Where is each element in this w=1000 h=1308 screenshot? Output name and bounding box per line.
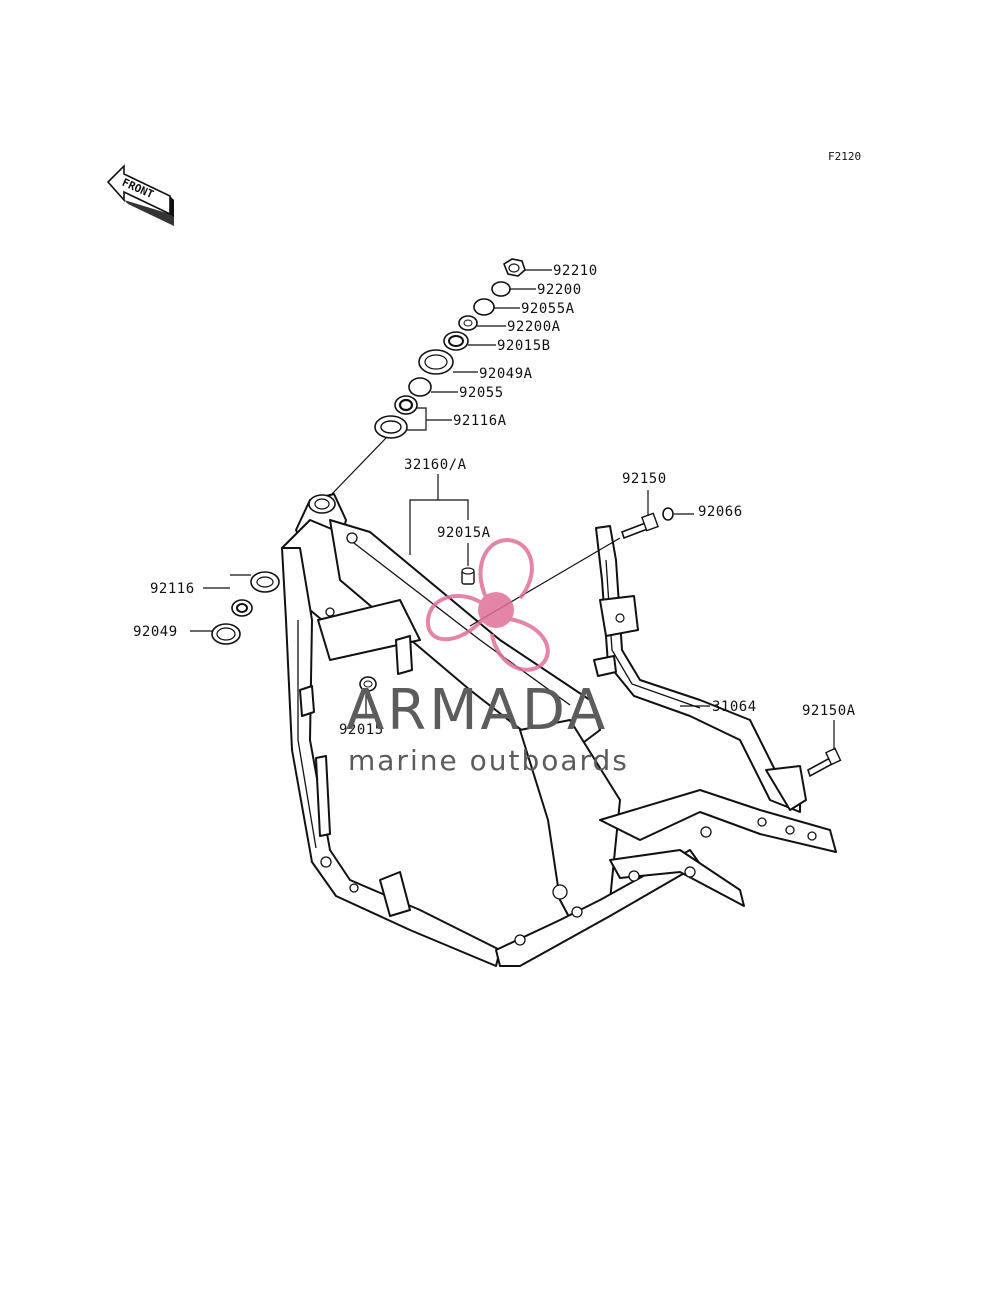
callout-92210: 92210 xyxy=(553,263,598,279)
seal-92049 xyxy=(211,623,241,645)
collar-92015 xyxy=(359,676,377,692)
callout-92150a: 92150A xyxy=(802,703,856,719)
washer-92200a xyxy=(458,315,478,331)
rear-frame-31064 xyxy=(593,525,807,813)
armada-watermark: ARMADA marine outboards xyxy=(346,537,629,777)
washer-92066 xyxy=(662,507,674,521)
bearing-92116 xyxy=(250,571,280,593)
bearing-race xyxy=(231,599,253,617)
propeller-logo-icon xyxy=(425,537,550,672)
callout-92055a: 92055A xyxy=(521,301,575,317)
watermark-tagline: marine outboards xyxy=(348,744,629,777)
callout-92066: 92066 xyxy=(698,504,743,520)
callout-92015: 92015 xyxy=(339,722,384,738)
lower-bearing-parts xyxy=(211,571,280,645)
figure-code: F2120 xyxy=(828,150,861,163)
watermark-brand: ARMADA xyxy=(346,678,608,743)
ring-92055a xyxy=(473,298,495,316)
callout-31064: 31064 xyxy=(712,699,757,715)
callout-92200: 92200 xyxy=(537,282,582,298)
bolt-92150 xyxy=(620,512,659,540)
callout-92055: 92055 xyxy=(459,385,504,401)
bearing-92116a-large xyxy=(374,415,408,439)
bolt-92150a xyxy=(807,747,842,778)
callout-92116: 92116 xyxy=(150,581,195,597)
callout-92200a: 92200A xyxy=(507,319,561,335)
callout-32160-a: 32160/A xyxy=(404,457,467,473)
front-arrow-icon: FRONT xyxy=(106,164,174,226)
callout-92015a: 92015A xyxy=(437,525,491,541)
ring-92055 xyxy=(408,377,432,397)
collar-92015a xyxy=(461,567,475,585)
callout-92150: 92150 xyxy=(622,471,667,487)
main-frame-32160 xyxy=(281,493,837,967)
bearing-92116a-small xyxy=(394,395,418,415)
callout-92116a: 92116A xyxy=(453,413,507,429)
callout-92015b: 92015B xyxy=(497,338,551,354)
bearing-92015b xyxy=(443,331,469,351)
callout-labels: 92210 92200 92055A 92200A 92015B 92049A … xyxy=(133,263,856,738)
seal-92049a xyxy=(418,349,454,375)
stem-nut-92210 xyxy=(503,258,526,277)
callout-92049: 92049 xyxy=(133,624,178,640)
callout-92049a: 92049A xyxy=(479,366,533,382)
washer-92200 xyxy=(491,281,511,297)
